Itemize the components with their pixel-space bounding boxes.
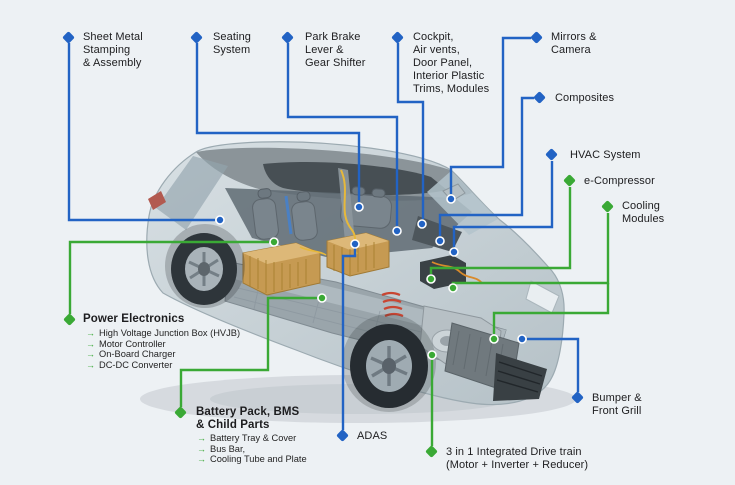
taillight [148, 191, 166, 210]
marker-dot-hvac [449, 247, 459, 257]
sub-item: → On-Board Charger [86, 349, 240, 360]
battery-pack-sublist: → Battery Tray & Cover → Bus Bar, → Cooling… [197, 433, 307, 465]
callout-battery-pack-title: Battery Pack, BMS & Child Parts [196, 406, 300, 431]
arrow-icon: → [86, 349, 95, 360]
car-rear-glass [156, 156, 228, 230]
sub-item-label: Motor Controller [99, 338, 166, 349]
marker-dot-park-brake [392, 226, 402, 236]
callout-e-compressor: e-Compressor [584, 175, 655, 187]
arrow-icon: → [86, 359, 95, 370]
callout-cockpit: Cockpit, Air vents, Door Panel, Interior… [413, 31, 490, 95]
connector-power-electronics [68, 240, 269, 314]
sub-item: → Motor Controller [86, 339, 240, 350]
connector-bumper [527, 337, 580, 392]
callout-drivetrain: 3 in 1 Integrated Drive train (Motor + I… [446, 446, 589, 471]
car-illustration [140, 141, 576, 423]
arrow-icon: → [197, 433, 206, 443]
sub-item: → Battery Tray & Cover [197, 433, 307, 444]
connector-adas [341, 248, 357, 430]
car-seats [252, 193, 392, 241]
grille-slats [496, 361, 543, 393]
marker-dot-cooling-2 [489, 334, 499, 344]
front-wheel [342, 314, 436, 412]
marker-dot-battery [317, 293, 327, 303]
connector-mirrors [449, 36, 531, 194]
marker-dot-composites [435, 236, 445, 246]
battery-modules [242, 232, 390, 296]
marker-dot-adas [350, 239, 360, 249]
marker-dot-mirrors [446, 194, 456, 204]
callout-adas: ADAS [357, 430, 388, 442]
connector-cooling-2 [492, 283, 610, 334]
connector-cockpit [396, 43, 425, 219]
connector-seating [195, 43, 361, 202]
arrow-icon: → [86, 338, 95, 349]
callout-bumper: Bumper & Front Grill [592, 392, 642, 417]
connector-e-compressor [429, 187, 572, 274]
yellow-cable-2 [299, 246, 327, 256]
rear-wheel [165, 224, 245, 308]
sub-item-label: DC-DC Converter [99, 359, 173, 370]
connector-park-brake [286, 43, 399, 226]
sub-item-label: Battery Tray & Cover [210, 433, 297, 443]
connector-battery [179, 296, 317, 407]
orange-harness [431, 261, 483, 284]
shock-strut [284, 195, 293, 235]
callout-cooling-modules: Cooling Modules [622, 200, 665, 225]
callout-power-electronics-title: Power Electronics [83, 313, 185, 325]
coil-spring [381, 291, 404, 318]
marker-dot-sheet-metal [215, 215, 225, 225]
marker-dot-cockpit [417, 219, 427, 229]
connector-composites [438, 96, 534, 236]
sub-item: → Cooling Tube and Plate [197, 454, 307, 465]
connector-sheet-metal [67, 43, 215, 222]
sub-item-label: On-Board Charger [99, 349, 176, 360]
arrow-icon: → [197, 443, 206, 454]
marker-dot-cooling-1 [448, 283, 458, 293]
marker-dot-e-compressor [426, 274, 436, 284]
marker-dot-bumper [517, 334, 527, 344]
callout-hvac: HVAC System [570, 149, 641, 161]
connectors-blue [67, 36, 580, 430]
car-windshield [427, 171, 498, 235]
power-electronics-sublist: → High Voltage Junction Box (HVJB) → Motor… [86, 328, 240, 370]
arrow-icon: → [197, 454, 206, 465]
sub-item: → High Voltage Junction Box (HVJB) [86, 328, 240, 339]
sub-item-label: Cooling Tube and Plate [210, 454, 307, 465]
marker-dot-drivetrain [427, 350, 437, 360]
sub-item: → Bus Bar, [197, 444, 307, 455]
connector-hvac [452, 161, 554, 247]
callout-mirrors: Mirrors & Camera [551, 31, 597, 56]
sub-item-label: High Voltage Junction Box (HVJB) [99, 328, 241, 338]
sub-item: → DC-DC Converter [86, 360, 240, 371]
callout-sheet-metal: Sheet Metal Stamping & Assembly [83, 31, 143, 69]
car-sunroof [263, 161, 447, 196]
callout-seating: Seating System [213, 31, 252, 56]
marker-dots [215, 194, 527, 360]
callout-park-brake: Park Brake Lever & Gear Shifter [305, 31, 366, 69]
marker-dot-power-electronics [269, 237, 279, 247]
marker-dot-seating [354, 202, 364, 212]
callout-composites: Composites [555, 92, 615, 104]
arrow-icon: → [86, 328, 95, 338]
sub-item-label: Bus Bar, [210, 443, 246, 454]
